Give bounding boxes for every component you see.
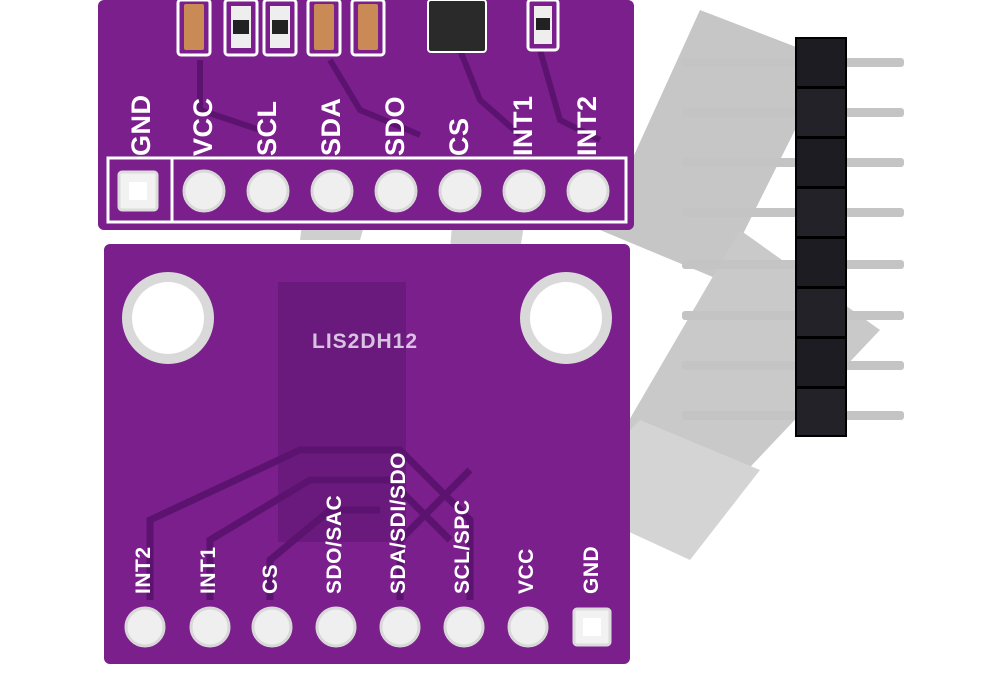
top-pin-label: VCC xyxy=(188,97,218,156)
smd-components xyxy=(176,0,560,57)
header-plastic xyxy=(795,37,847,437)
top-pin-label: INT1 xyxy=(508,95,538,156)
bottom-pin-label: SCL/SPC xyxy=(451,499,474,594)
top-pin-pads xyxy=(117,169,610,213)
bottom-pin-pads xyxy=(124,606,612,648)
bottom-pin-label: VCC xyxy=(515,548,538,594)
top-pin-label: CS xyxy=(444,117,474,156)
mounting-holes xyxy=(122,272,612,364)
top-pin-label: GND xyxy=(126,94,156,157)
bottom-pin-label: CS xyxy=(259,563,282,594)
top-pin-label: INT2 xyxy=(572,95,602,156)
bottom-pin-label: INT1 xyxy=(197,546,220,594)
top-pin-label: SDA xyxy=(316,97,346,156)
top-pin-label: SDO xyxy=(380,95,410,156)
chip-label: LIS2DH12 xyxy=(312,330,419,353)
bottom-pin-label: GND xyxy=(580,545,603,594)
header-pins xyxy=(682,58,904,420)
bottom-pin-label: INT2 xyxy=(132,546,155,594)
bottom-pin-label: SDA/SDI/SDO xyxy=(387,451,410,594)
bottom-pin-label: SDO/SAC xyxy=(323,494,346,594)
top-pin-label: SCL xyxy=(252,100,282,157)
